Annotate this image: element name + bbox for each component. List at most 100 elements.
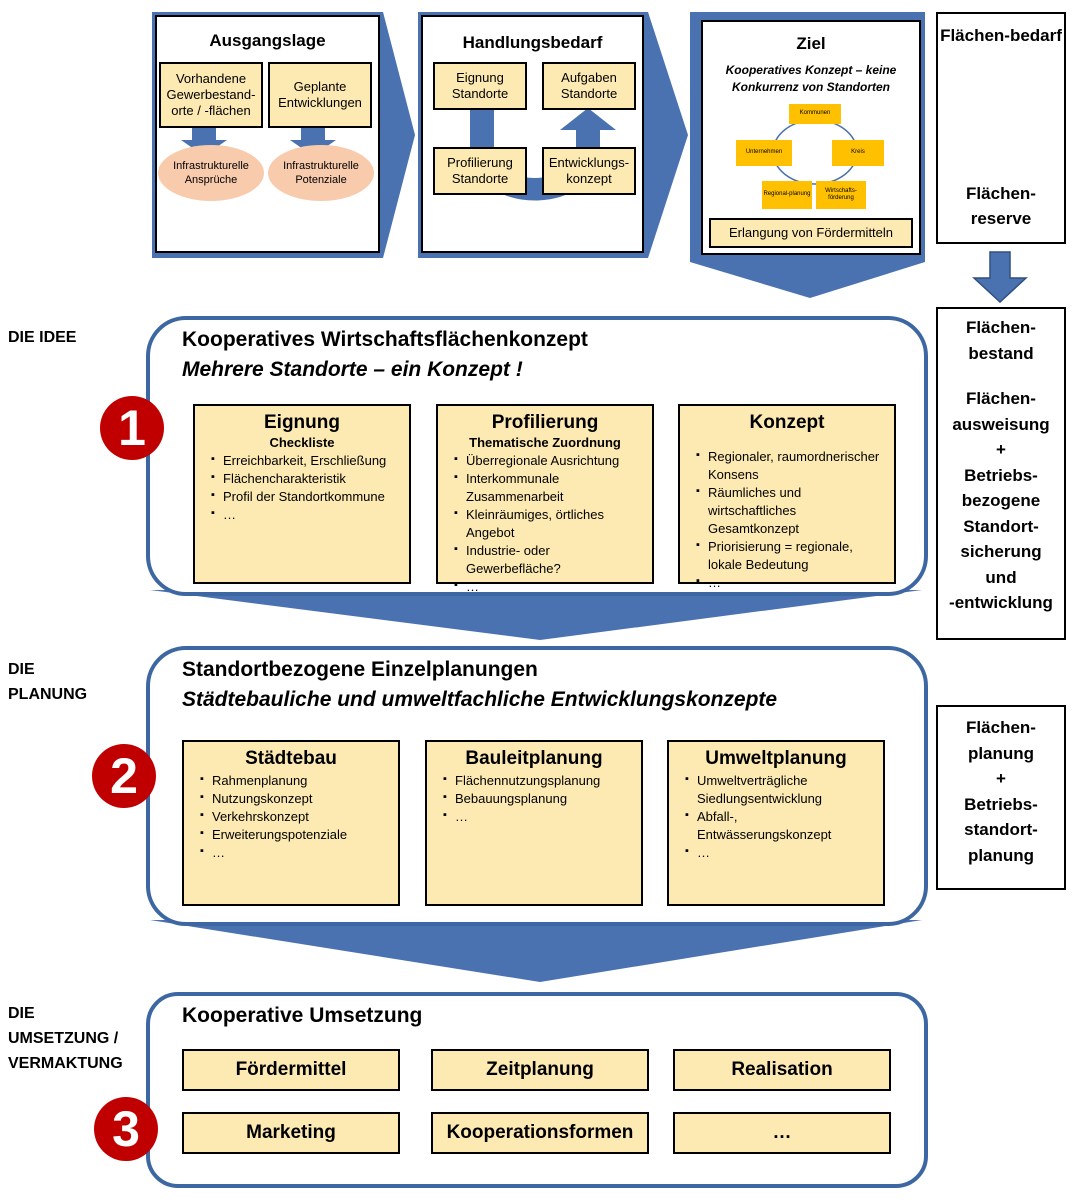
handlungsbedarf-title: Handlungsbedarf — [462, 33, 603, 52]
down-arrows-icon — [181, 128, 336, 156]
side-flaechenbedarf: Flächen-bedarf — [940, 26, 1062, 45]
ausgangslage-box-vorhandene: Vorhandene Gewerbestand-orte / -flächen — [159, 62, 263, 128]
label-line: VERMAKTUNG — [8, 1054, 123, 1072]
card-staedtebau: Städtebau Rahmenplanung Nutzungskonzept … — [182, 740, 400, 906]
handlungsbedarf-box-eignung: Eignung Standorte — [433, 62, 527, 110]
card-title: Konzept — [749, 412, 825, 433]
list-item: Regionaler, raumordnerischer Konsens — [696, 448, 886, 484]
list-item: Verkehrskonzept — [200, 808, 390, 826]
box-zeitplanung: Zeitplanung — [431, 1049, 649, 1091]
handlungsbedarf-panel: Handlungsbedarf — [421, 15, 644, 253]
list-item: … — [443, 808, 633, 826]
label-die-umsetzung: DIE UMSETZUNG / VERMAKTUNG — [8, 1002, 123, 1076]
card-title: Bauleitplanung — [465, 748, 603, 769]
side-line: + — [996, 440, 1006, 459]
handlungsbedarf-box-entwicklungskonzept: Entwicklungs-konzept — [542, 147, 636, 195]
side-box-bestand: Flächen- bestand Flächen- ausweisung + B… — [936, 307, 1066, 640]
list-item: … — [685, 844, 875, 862]
side-line: Betriebs- — [964, 465, 1038, 485]
label-die-idee: DIE IDEE — [8, 329, 77, 346]
down-arrow-icon — [972, 251, 1028, 304]
label-line: DIE — [8, 1005, 35, 1022]
card-subtitle: Thematische Zuordnung — [469, 435, 621, 450]
label-line: UMSETZUNG / — [8, 1029, 119, 1047]
label-line: PLANUNG — [8, 685, 88, 703]
box-foerdermittel: Fördermittel — [182, 1049, 400, 1091]
label-die-planung: DIE PLANUNG — [8, 658, 87, 708]
list-item: … — [200, 844, 390, 862]
card-title: Profilierung — [491, 412, 599, 433]
list-item: Interkommunale Zusammenarbeit — [454, 470, 644, 506]
box-realisation: Realisation — [673, 1049, 891, 1091]
side-line: und — [985, 567, 1017, 587]
list-item: Priorisierung = regionale, lokale Bedeut… — [696, 538, 886, 574]
side-line: bezogene — [961, 491, 1041, 510]
section-1-title: Kooperatives Wirtschaftsflächenkonzept — [182, 328, 588, 351]
list-item: Industrie- oder Gewerbefläche? — [454, 542, 644, 578]
pointer-section-2 — [150, 920, 922, 982]
list-item: … — [696, 574, 886, 592]
ziel-subtitle: Kooperatives Konzept – keine Konkurrenz … — [725, 63, 897, 94]
list-item: Abfall-, Entwässerungskonzept — [685, 808, 875, 844]
side-line: -entwicklung — [949, 593, 1053, 612]
side-line: planung — [967, 845, 1035, 865]
ziel-footer: Erlangung von Fördermitteln — [709, 218, 913, 248]
section-3-title: Kooperative Umsetzung — [182, 1004, 423, 1027]
ziel-node-wirtschaftsforderung: Wirtschafts-förderung — [816, 181, 866, 209]
list-item: Profil der Standortkommune — [211, 488, 401, 506]
pointer-section-1 — [150, 590, 922, 640]
list-item: Umweltverträgliche Siedlungsentwicklung — [685, 772, 875, 808]
side-line: planung — [967, 743, 1035, 763]
card-bauleitplanung: Bauleitplanung Flächennutzungsplanung Be… — [425, 740, 643, 906]
side-line: + — [996, 769, 1006, 788]
card-umweltplanung: Umweltplanung Umweltverträgliche Siedlun… — [667, 740, 885, 906]
section-2-title: Standortbezogene Einzelplanungen — [182, 658, 538, 681]
ziel-title: Ziel — [796, 34, 826, 53]
list-item: Flächencharakteristik — [211, 470, 401, 488]
ellipse-anspruche: Infrastrukturelle Ansprüche — [158, 145, 264, 201]
side-box-planung: Flächen- planung + Betriebs- standort- p… — [936, 705, 1066, 890]
box-kooperationsformen: Kooperationsformen — [431, 1112, 649, 1154]
card-title: Eignung — [264, 412, 340, 433]
side-line: Betriebs- — [964, 794, 1038, 814]
list-item: Nutzungskonzept — [200, 790, 390, 808]
card-konzept: Konzept Regionaler, raumordnerischer Kon… — [678, 404, 896, 590]
section-1-number-badge: 1 — [100, 396, 164, 460]
list-item: … — [211, 506, 401, 524]
ellipse-potenziale: Infrastrukturelle Potenziale — [268, 145, 374, 201]
label-line: DIE — [8, 661, 35, 678]
list-item: Überregionale Ausrichtung — [454, 452, 644, 470]
side-line: Flächen- — [966, 718, 1036, 737]
ziel-node-unternehmen: Unternehmen — [736, 140, 792, 166]
ziel-node-kreis: Kreis — [832, 140, 884, 166]
side-line: standort- — [964, 820, 1038, 839]
list-item: Flächennutzungsplanung — [443, 772, 633, 790]
ausgangslage-title: Ausgangslage — [209, 31, 326, 50]
side-line: ausweisung — [952, 414, 1050, 434]
card-profilierung: Profilierung Thematische Zuordnung Überr… — [436, 404, 654, 594]
card-title: Städtebau — [245, 748, 337, 769]
section-1-subtitle: Mehrere Standorte – ein Konzept ! — [182, 358, 523, 381]
list-item: … — [454, 578, 644, 596]
list-item: Bebauungsplanung — [443, 790, 633, 808]
side-line: bestand — [968, 343, 1034, 363]
ziel-node-regionalplanung: Regional-planung — [762, 181, 812, 209]
list-item: Räumliches und wirtschaftliches Gesamtko… — [696, 484, 886, 538]
box-ellipsis: … — [673, 1112, 891, 1154]
handlungsbedarf-box-profilierung: Profilierung Standorte — [433, 147, 527, 195]
ausgangslage-box-geplante: Geplante Entwicklungen — [268, 62, 372, 128]
box-marketing: Marketing — [182, 1112, 400, 1154]
side-line: sicherung — [960, 542, 1042, 561]
ziel-node-kommunen: Kommunen — [789, 104, 841, 124]
ziel-panel: Ziel Kooperatives Konzept – keine Konkur… — [701, 20, 921, 255]
list-item: Rahmenplanung — [200, 772, 390, 790]
section-3-number-badge: 3 — [94, 1097, 158, 1161]
side-spacer — [938, 366, 1064, 386]
section-2-number-badge: 2 — [92, 744, 156, 808]
list-item: Erreichbarkeit, Erschließung — [211, 452, 401, 470]
side-line: Flächen- — [966, 389, 1036, 408]
side-line: Flächen- — [966, 318, 1036, 337]
card-eignung: Eignung Checkliste Erreichbarkeit, Ersch… — [193, 404, 411, 584]
card-title: Umweltplanung — [705, 748, 847, 769]
list-item: Erweiterungspotenziale — [200, 826, 390, 844]
